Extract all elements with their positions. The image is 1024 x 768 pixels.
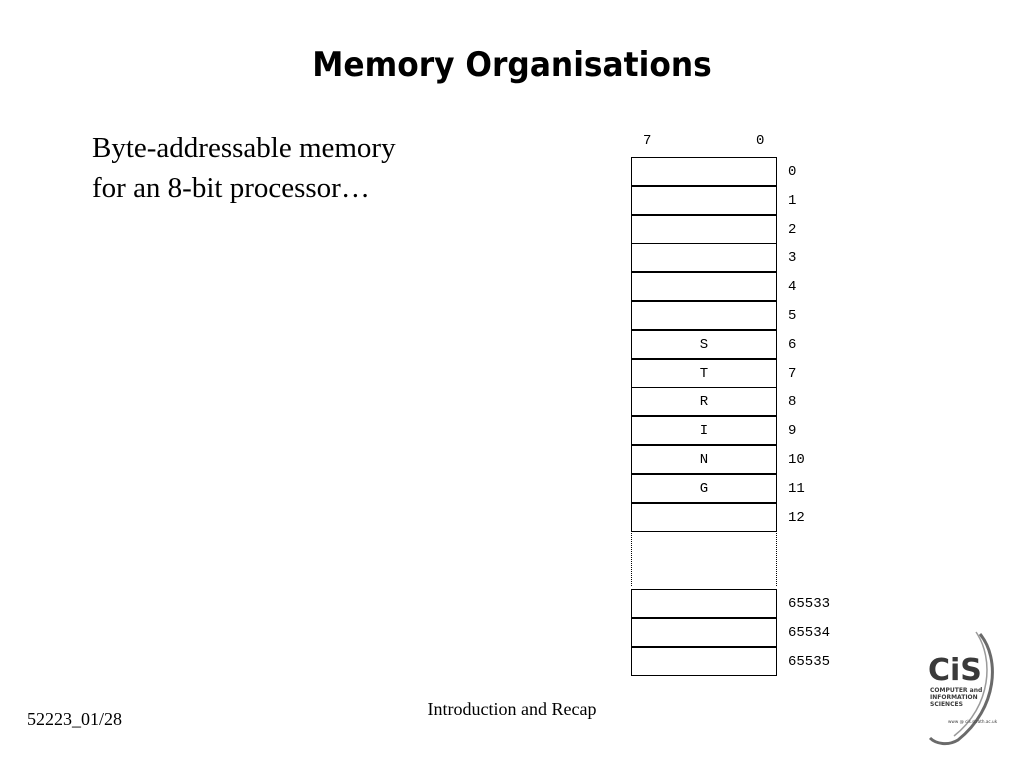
memory-cell [631,157,777,186]
memory-cell [631,186,777,215]
msb-bit-label: 7 [643,133,652,149]
memory-address-label: 11 [788,481,805,497]
memory-cell: N [631,445,777,474]
memory-address-label: 5 [788,308,797,324]
logo-mark: CiS [928,653,982,688]
memory-address-label: 6 [788,337,797,353]
memory-cell [631,301,777,330]
memory-cell [631,215,777,244]
memory-address-label: 7 [788,366,797,382]
memory-address-label: 4 [788,279,797,295]
body-text: Byte-addressable memory for an 8-bit pro… [92,128,512,208]
logo-line-2: INFORMATION [930,694,978,701]
memory-cell: R [631,387,777,416]
logo-url: www @ cis.strath.ac.uk [948,719,998,724]
cis-logo: CiS COMPUTER and INFORMATION SCIENCES ww… [928,631,998,746]
memory-cell [631,503,777,532]
memory-address-label: 1 [788,193,797,209]
memory-cell: I [631,416,777,445]
memory-address-label: 2 [788,222,797,238]
logo-swoosh-inner [953,631,988,737]
memory-address-label: 12 [788,510,805,526]
lsb-bit-label: 0 [756,133,765,149]
memory-cell [631,589,777,618]
memory-address-label: 65534 [788,625,831,641]
logo-line-1: COMPUTER and [930,687,982,694]
memory-address-label: 9 [788,423,797,439]
body-line-1: Byte-addressable memory [92,132,396,164]
logo-line-3: SCIENCES [930,701,963,708]
memory-address-label: 0 [788,164,797,180]
body-line-2: for an 8-bit processor… [92,172,370,204]
memory-address-label: 65533 [788,596,831,612]
memory-address-label: 10 [788,452,805,468]
memory-cell: G [631,474,777,503]
memory-gap-ellipsis [631,533,777,586]
memory-cell [631,272,777,301]
slide-number: 52223_01/28 [27,709,123,729]
memory-address-label: 65535 [788,654,831,670]
memory-address-label: 8 [788,394,797,410]
memory-cell [631,647,777,676]
slide-title: Memory Organisations [312,45,712,85]
logo-swoosh [928,633,994,746]
memory-cell: S [631,330,777,359]
memory-cell: T [631,359,777,388]
memory-cell [631,618,777,647]
memory-cell [631,243,777,272]
footer-section-title: Introduction and Recap [427,699,597,719]
memory-address-label: 3 [788,250,797,266]
